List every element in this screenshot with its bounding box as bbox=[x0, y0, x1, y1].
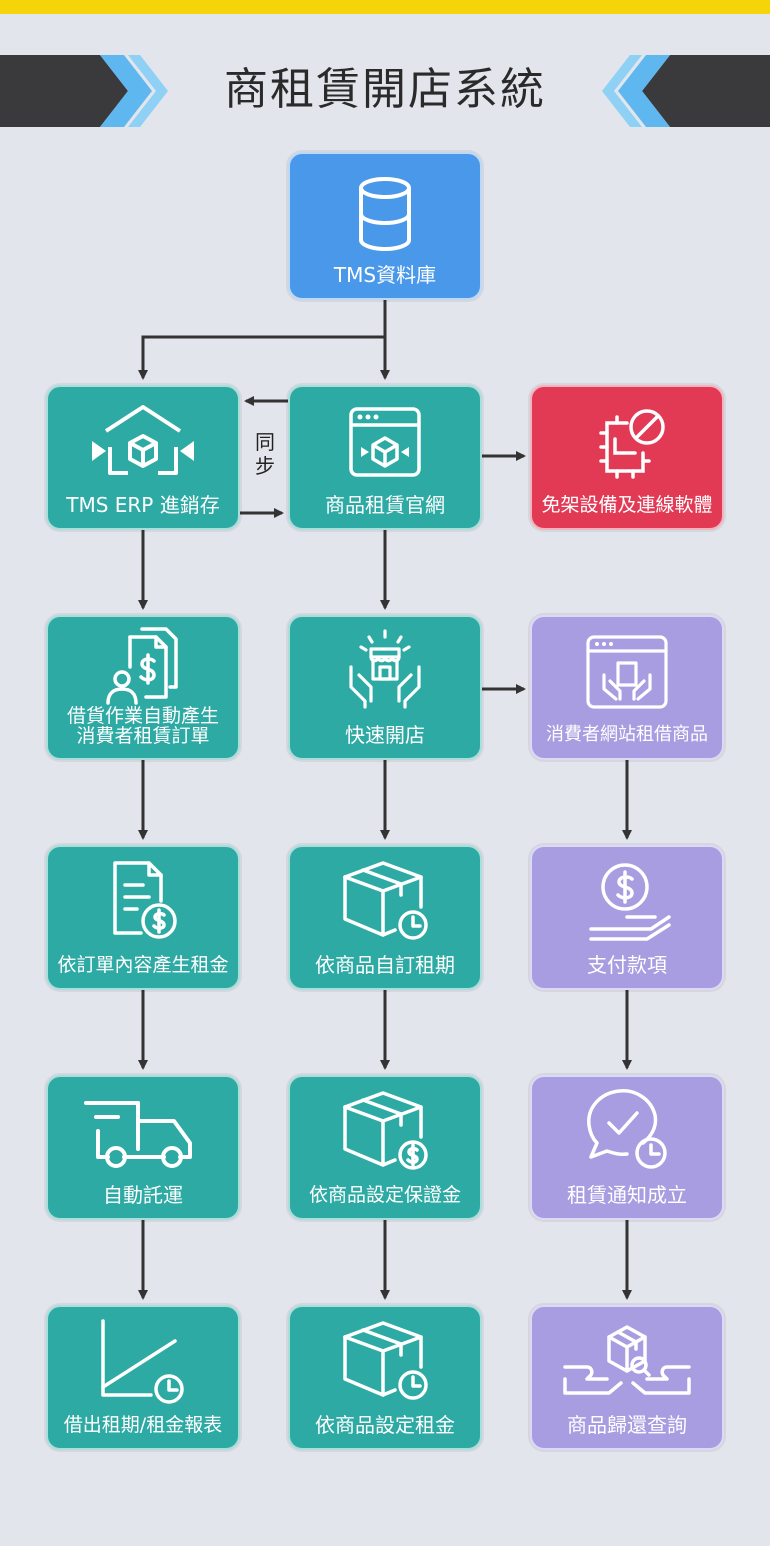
node-tms-database: TMS資料庫 bbox=[288, 152, 482, 300]
left-chevron-1 bbox=[100, 55, 152, 127]
node-report: 借出租期/租金報表 bbox=[46, 1305, 240, 1450]
node-payment: 支付款項 bbox=[530, 845, 724, 990]
truck-icon bbox=[84, 1101, 192, 1168]
store-hands-icon bbox=[349, 629, 421, 709]
box-clock-icon bbox=[343, 861, 428, 940]
node-label-line1: 借貨作業自動產生 bbox=[66, 705, 219, 727]
node-label: 消費者網站租借商品 bbox=[546, 724, 708, 745]
node-label: 免架設備及連線軟體 bbox=[541, 494, 713, 516]
node-order-rent: 依訂單內容產生租金 bbox=[46, 845, 240, 990]
node-label: 依商品設定保證金 bbox=[308, 1184, 461, 1206]
node-consumer-rent: 消費者網站租借商品 bbox=[530, 615, 724, 760]
node-label: 借貨作業自動產生 消費者租賃訂單 bbox=[48, 706, 238, 746]
chip-blocked-icon bbox=[599, 409, 665, 479]
left-chevron-2 bbox=[128, 55, 168, 127]
page-title: 商租賃開店系統 bbox=[224, 64, 546, 115]
node-set-rent: 依商品設定租金 bbox=[288, 1305, 482, 1450]
box-exchange-icon bbox=[563, 1325, 691, 1395]
node-tms-erp: TMS ERP 進銷存 bbox=[46, 385, 240, 530]
accent-top-bar bbox=[0, 0, 770, 14]
hand-coin-icon bbox=[589, 863, 671, 941]
node-label: 依訂單內容產生租金 bbox=[57, 954, 229, 976]
document-dollar-icon bbox=[113, 861, 177, 939]
box-clock-icon bbox=[343, 1321, 428, 1400]
node-label: 支付款項 bbox=[587, 953, 667, 977]
node-return-query: 商品歸還查詢 bbox=[530, 1305, 724, 1450]
node-label-line2: 消費者租賃訂單 bbox=[76, 725, 210, 747]
sync-label: 同步 bbox=[255, 430, 275, 478]
node-auto-order: 借貨作業自動產生 消費者租賃訂單 bbox=[46, 615, 240, 760]
chat-check-clock-icon bbox=[587, 1089, 667, 1169]
right-chevron-1 bbox=[618, 55, 670, 127]
node-software: 免架設備及連線軟體 bbox=[530, 385, 724, 530]
node-label: 租賃通知成立 bbox=[567, 1183, 687, 1207]
database-icon bbox=[359, 177, 411, 252]
title-banner-decoration bbox=[0, 55, 770, 127]
node-label: 借出租期/租金報表 bbox=[63, 1414, 223, 1436]
node-label: 商品歸還查詢 bbox=[567, 1413, 687, 1437]
node-label: 依商品自訂租期 bbox=[315, 953, 455, 977]
arrow-db-to-erp bbox=[138, 300, 387, 380]
invoice-person-icon bbox=[106, 627, 178, 705]
warehouse-icon bbox=[92, 405, 194, 475]
node-notify: 租賃通知成立 bbox=[530, 1075, 724, 1220]
node-label: 商品租賃官網 bbox=[325, 493, 445, 517]
node-label: TMS ERP 進銷存 bbox=[66, 493, 220, 517]
website-box-icon bbox=[349, 407, 421, 477]
node-official-site: 商品租賃官網 bbox=[288, 385, 482, 530]
node-auto-ship: 自動託運 bbox=[46, 1075, 240, 1220]
node-quick-open: 快速開店 bbox=[288, 615, 482, 760]
node-custom-period: 依商品自訂租期 bbox=[288, 845, 482, 990]
node-deposit: 依商品設定保證金 bbox=[288, 1075, 482, 1220]
node-label: 依商品設定租金 bbox=[315, 1413, 455, 1437]
node-label: 快速開店 bbox=[345, 723, 425, 747]
box-dollar-icon bbox=[343, 1091, 428, 1170]
chart-clock-icon bbox=[101, 1319, 184, 1404]
left-dark-banner bbox=[0, 55, 128, 127]
right-dark-banner bbox=[642, 55, 770, 127]
node-label: 自動託運 bbox=[103, 1183, 183, 1207]
right-chevron-2 bbox=[602, 55, 642, 127]
node-label: TMS資料庫 bbox=[333, 263, 437, 287]
browser-hands-icon bbox=[586, 635, 668, 709]
